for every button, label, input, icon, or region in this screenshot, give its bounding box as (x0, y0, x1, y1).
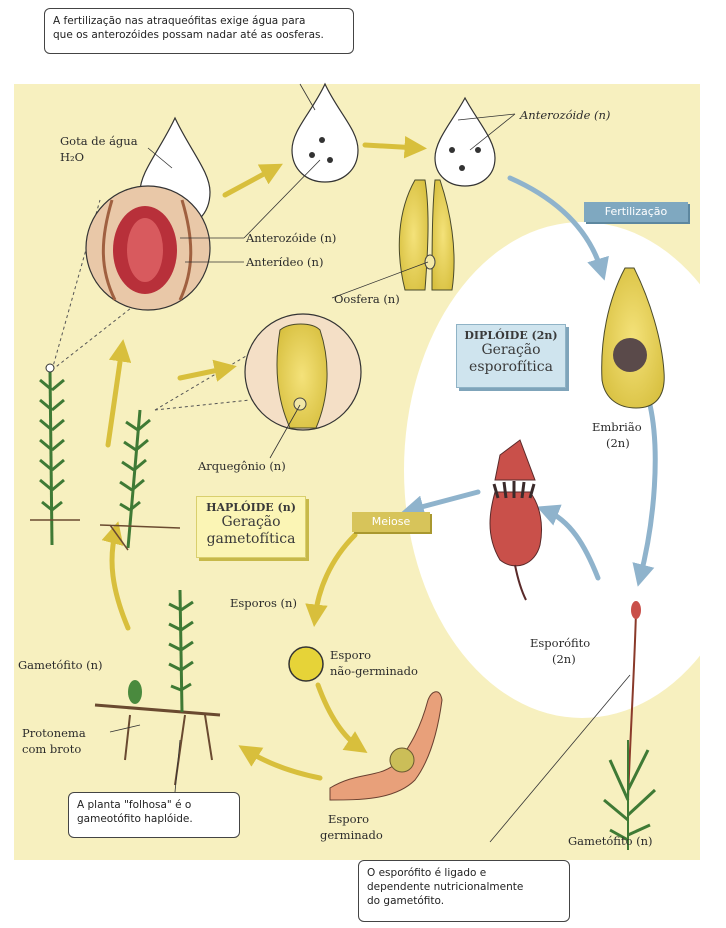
haploid-title: HAPLÓIDE (n) (197, 501, 305, 514)
label-esporo-g-1: Esporo (328, 812, 369, 826)
label-esporo-ng-1: Esporo (330, 648, 371, 662)
callout-line: gameotófito haplóide. (77, 812, 231, 826)
diploid-generation-box: DIPLÓIDE (2n) Geração esporofítica (456, 324, 566, 388)
label-esporo-ng-2: não-germinado (330, 664, 418, 678)
callout-line: do gametófito. (367, 894, 561, 908)
label-anterozoide-mid: Anterozóide (n) (246, 231, 336, 245)
sporophyte-dependence-callout: O esporófito é ligado e dependente nutri… (358, 860, 570, 922)
diploid-line1: Geração (457, 342, 565, 359)
label-gametofito-right: Gametófito (n) (568, 834, 653, 848)
callout-line: O esporófito é ligado e (367, 866, 561, 880)
spore-ungerminated (289, 647, 323, 681)
archegonium-illustration (245, 314, 361, 430)
diploid-title: DIPLÓIDE (2n) (457, 329, 565, 342)
label-gametofito-left: Gametófito (n) (18, 658, 103, 672)
label-arquegonio: Arquegônio (n) (198, 459, 286, 473)
haploid-line2: gametofítica (197, 531, 305, 548)
label-oosfera: Oosfera (n) (334, 292, 400, 306)
label-esporo-g-2: germinado (320, 828, 383, 842)
callout-line: que os anterozóides possam nadar até as … (53, 28, 345, 42)
label-esporos: Esporos (n) (230, 596, 297, 610)
label-anteridio: Anterídeo (n) (246, 255, 323, 269)
haploid-generation-box: HAPLÓIDE (n) Geração gametofítica (196, 496, 306, 558)
meiosis-tag: Meiose (352, 512, 430, 532)
label-embriao-ploidy: (2n) (606, 436, 630, 450)
label-embriao: Embrião (592, 420, 642, 434)
haploid-line1: Geração (197, 514, 305, 531)
fertilization-tag: Fertilização (584, 202, 688, 222)
label-esporofito-ploidy: (2n) (552, 652, 576, 666)
fertilization-water-callout: A fertilização nas atraqueófitas exige á… (44, 8, 354, 54)
callout-line: A planta "folhosa" é o (77, 798, 231, 812)
callout-line: dependente nutricionalmente (367, 880, 561, 894)
diploid-line2: esporofítica (457, 359, 565, 376)
antheridium-illustration (86, 186, 210, 310)
label-gota: Gota de água (60, 134, 138, 148)
label-anterozoide-top: Anterozóide (n) (520, 108, 610, 122)
label-protonema-1: Protonema (22, 726, 86, 740)
leafy-plant-callout: A planta "folhosa" é o gameotófito hapló… (68, 792, 240, 838)
label-esporofito: Esporófito (530, 636, 590, 650)
label-h2o: H₂O (60, 150, 84, 164)
label-protonema-2: com broto (22, 742, 81, 756)
callout-line: A fertilização nas atraqueófitas exige á… (53, 14, 345, 28)
